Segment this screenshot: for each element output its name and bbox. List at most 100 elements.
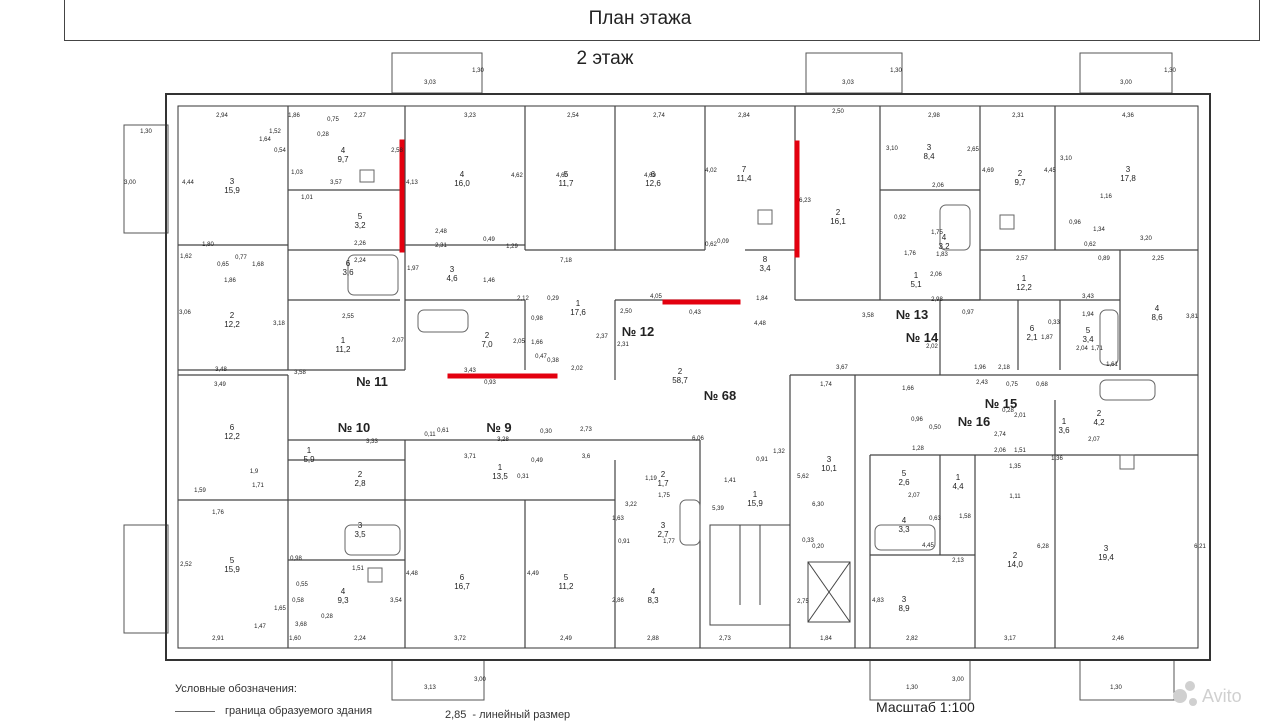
dimension-label: 2,46 — [1112, 636, 1124, 642]
dimension-label: 2,73 — [580, 427, 592, 433]
dimension-label: 1,76 — [904, 251, 916, 257]
dimension-label: 0,97 — [962, 310, 974, 316]
room-area: 3,2 — [354, 221, 366, 230]
dimension-label: 2,05 — [513, 339, 525, 345]
room-area: 16,0 — [454, 179, 470, 188]
dimension-label: 1,97 — [407, 266, 419, 272]
balcony-bottom-3 — [1079, 659, 1175, 701]
dimension-label: 3,22 — [625, 502, 637, 508]
dimension-label: 1,60 — [289, 636, 301, 642]
room-area: 11,2 — [559, 582, 575, 591]
room-area: 2,8 — [354, 479, 366, 488]
dimension-label: 3,67 — [836, 365, 848, 371]
apartment-label: № 10 — [338, 420, 371, 435]
room-number: 3 — [1126, 165, 1131, 174]
room-area: 4,6 — [446, 274, 458, 283]
dimension-label: 0,68 — [1036, 382, 1048, 388]
dimension-label: 3,43 — [1082, 294, 1094, 300]
room-area: 17,6 — [570, 308, 586, 317]
room-area: 2,1 — [1026, 333, 1038, 342]
dimension-label: 2,13 — [952, 558, 964, 564]
dimension-label: 2,88 — [647, 636, 659, 642]
room-number: 4 — [651, 587, 656, 596]
dimension-label: 1,84 — [756, 296, 768, 302]
title-frame — [64, 0, 1260, 41]
dimension-label: 2,04 — [1076, 346, 1088, 352]
balcony-left-2 — [123, 524, 169, 634]
room-number: 2 — [836, 208, 841, 217]
dimension-label: 0,98 — [290, 556, 302, 562]
dimension-label: 3,23 — [464, 113, 476, 119]
dimension-label: 1,66 — [902, 386, 914, 392]
dimension-label: 6,28 — [1037, 544, 1049, 550]
dimension-label: 2,01 — [1014, 413, 1026, 419]
room-number: 1 — [576, 299, 581, 308]
dimension-label: 4,13 — [406, 180, 418, 186]
room-area: 5,1 — [910, 280, 922, 289]
room-number: 3 — [450, 265, 455, 274]
dimension-label: 3,00 — [1120, 80, 1132, 86]
dimension-label: 1,58 — [959, 514, 971, 520]
dimension-label: 3,03 — [424, 80, 436, 86]
room-number: 8 — [763, 255, 768, 264]
room-area: 17,8 — [1120, 174, 1136, 183]
room-number: 5 — [564, 170, 569, 179]
dimension-label: 2,26 — [354, 241, 366, 247]
dimension-label: 1,86 — [224, 278, 236, 284]
room-number: 6 — [460, 573, 465, 582]
apartment-label: № 13 — [896, 307, 929, 322]
dimension-label: 0,96 — [911, 417, 923, 423]
room-number: 4 — [1155, 304, 1160, 313]
dimension-label: 3,54 — [390, 598, 402, 604]
dimension-label: 6,30 — [812, 502, 824, 508]
room-number: 6 — [651, 170, 656, 179]
room-number: 2 — [485, 331, 490, 340]
legend-heading: Условные обозначения: — [175, 683, 297, 695]
dimension-label: 3,58 — [862, 313, 874, 319]
apartment-label: № 15 — [985, 396, 1018, 411]
room-number: 2 — [1097, 409, 1102, 418]
dimension-label: 1,62 — [180, 254, 192, 260]
room-number: 2 — [678, 367, 683, 376]
partition-marks — [399, 139, 800, 379]
room-area: 3,2 — [938, 242, 950, 251]
dimension-label: 2,25 — [1152, 256, 1164, 262]
dimension-label: 0,30 — [540, 429, 552, 435]
room-number: 1 — [341, 336, 346, 345]
dimension-label: 0,49 — [531, 458, 543, 464]
dimension-label: 1,34 — [1093, 227, 1105, 233]
room-number: 1 — [753, 490, 758, 499]
dimension-label: 2,06 — [930, 272, 942, 278]
dimension-label: 1,66 — [531, 340, 543, 346]
room-area: 12,6 — [645, 179, 661, 188]
room-number: 3 — [661, 521, 666, 530]
dimension-label: 3,58 — [294, 370, 306, 376]
dimension-label: 2,31 — [435, 243, 447, 249]
dimension-label: 2,74 — [994, 432, 1006, 438]
room-number: 1 — [914, 271, 919, 280]
apartment-label: № 11 — [356, 374, 388, 389]
dimension-label: 1,84 — [820, 636, 832, 642]
dimension-label: 3,20 — [1140, 236, 1152, 242]
dimension-label: 1,35 — [1009, 464, 1021, 470]
dimension-label: 1,77 — [663, 539, 675, 545]
balcony-top-2 — [805, 52, 903, 94]
room-area: 9,7 — [1014, 178, 1026, 187]
dimension-label: 1,71 — [252, 483, 264, 489]
dimension-label: 1,46 — [483, 278, 495, 284]
room-number: 1 — [1022, 274, 1027, 283]
dimension-label: 0,75 — [1006, 382, 1018, 388]
dimension-label: 2,65 — [967, 147, 979, 153]
dimension-label: 1,30 — [890, 68, 902, 74]
dimension-label: 1,61 — [1106, 362, 1118, 368]
dimension-label: 2,31 — [617, 342, 629, 348]
dimension-label: 1,01 — [301, 195, 313, 201]
dimension-label: 1,30 — [140, 129, 152, 135]
dimension-label: 4,62 — [511, 173, 523, 179]
dimension-label: 3,00 — [474, 677, 486, 683]
dimension-label: 3,06 — [179, 310, 191, 316]
legend-dimension-label: - линейный размер — [472, 709, 571, 721]
dimension-label: 2,57 — [1016, 256, 1028, 262]
room-area: 7,0 — [481, 340, 493, 349]
